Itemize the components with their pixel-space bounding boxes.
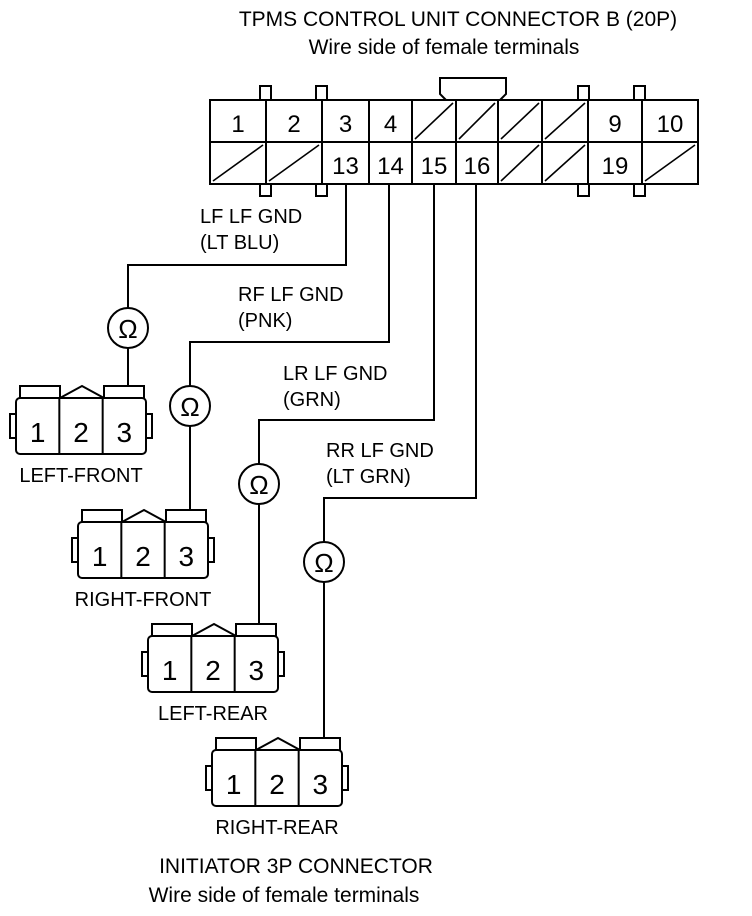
connector-b-tab: [315, 85, 328, 101]
initiator-name-right-front: RIGHT-FRONT: [75, 589, 212, 611]
connector-b-pin-label: 14: [377, 153, 404, 180]
connector-b-empty-cavity: [644, 144, 696, 182]
connector-b-pin-label: 15: [421, 153, 448, 180]
wire-label-rf: RF LF GND: [238, 284, 344, 306]
connector-b-empty-cavity: [212, 144, 264, 182]
initiator-pin-label: 2: [73, 417, 89, 448]
connector-b-pin-label: 1: [231, 111, 244, 138]
connector-b-pin-label: 19: [602, 153, 629, 180]
footer-title: INITIATOR 3P CONNECTOR: [159, 855, 433, 878]
connector-b-pin-label: 9: [608, 111, 621, 138]
connector-b-latch: [439, 77, 507, 101]
initiator-pin-label: 2: [205, 655, 221, 686]
initiator-pin-label: 3: [179, 541, 195, 572]
connector-b-pin-label: 10: [657, 111, 684, 138]
initiator-name-left-front: LEFT-FRONT: [19, 465, 142, 487]
ohm-symbol: Ω: [118, 314, 137, 344]
connector-b-pin-label: 13: [332, 153, 359, 180]
connector-b-pin-label: 16: [464, 153, 491, 180]
connector-b-pin-label: 4: [384, 111, 397, 138]
wire-color-rr: (LT GRN): [326, 466, 411, 488]
initiator-name-left-rear: LEFT-REAR: [158, 703, 268, 725]
connector-b-pin-label: 2: [287, 111, 300, 138]
ohmmeter-icon: Ω: [107, 307, 149, 349]
wire-label-lr: LR LF GND: [283, 363, 387, 385]
connector-b-empty-cavity: [414, 102, 454, 140]
wire-label-lf: LF LF GND: [200, 206, 302, 228]
ohmmeter-icon: Ω: [238, 463, 280, 505]
header-subtitle: Wire side of female terminals: [309, 36, 580, 59]
ohm-symbol: Ω: [180, 392, 199, 422]
wire-color-rf: (PNK): [238, 310, 292, 332]
initiator-pin-label: 3: [313, 769, 329, 800]
connector-b-empty-cavity: [500, 144, 540, 182]
initiator-name-right-rear: RIGHT-REAR: [215, 817, 338, 839]
wire-rf: [189, 184, 390, 386]
connector-b-tab: [259, 85, 272, 101]
connector-b-empty-cavity: [544, 102, 586, 140]
ohmmeter-icon: Ω: [169, 385, 211, 427]
initiator-pin-label: 2: [135, 541, 151, 572]
ohmmeter-icon: Ω: [303, 541, 345, 583]
wire-lf: [127, 184, 347, 308]
wire-rr: [323, 184, 477, 542]
connector-b-empty-cavity: [268, 144, 320, 182]
wire-lr: [258, 184, 435, 464]
footer-subtitle: Wire side of female terminals: [149, 884, 420, 907]
ohm-symbol: Ω: [314, 548, 333, 578]
connector-b-tab: [315, 183, 328, 197]
initiator-pin-label: 1: [30, 417, 46, 448]
connector-b-tab: [259, 183, 272, 197]
initiator-pin-label: 1: [162, 655, 178, 686]
wire-color-lr: (GRN): [283, 389, 341, 411]
connector-b-empty-cavity: [544, 144, 586, 182]
initiator-pin-label: 3: [249, 655, 265, 686]
connector-b-empty-cavity: [500, 102, 540, 140]
initiator-pin-label: 1: [226, 769, 242, 800]
connector-b-tab: [633, 85, 646, 101]
initiator-pin-label: 2: [269, 769, 285, 800]
connector-b: 1 2 3 4 9 10 13 14 15 16 19: [209, 77, 699, 197]
connector-b-tab: [577, 85, 590, 101]
wire-color-lf: (LT BLU): [200, 232, 279, 254]
connector-b-empty-cavity: [458, 102, 496, 140]
connector-b-tab: [633, 183, 646, 197]
connector-b-tab: [577, 183, 590, 197]
initiator-pin-label: 3: [117, 417, 133, 448]
initiator-pin-label: 1: [92, 541, 108, 572]
ohm-symbol: Ω: [249, 470, 268, 500]
connector-b-pin-label: 3: [339, 111, 352, 138]
header-title: TPMS CONTROL UNIT CONNECTOR B (20P): [239, 8, 677, 31]
wire-harness: [127, 184, 477, 738]
wire-label-rr: RR LF GND: [326, 440, 434, 462]
